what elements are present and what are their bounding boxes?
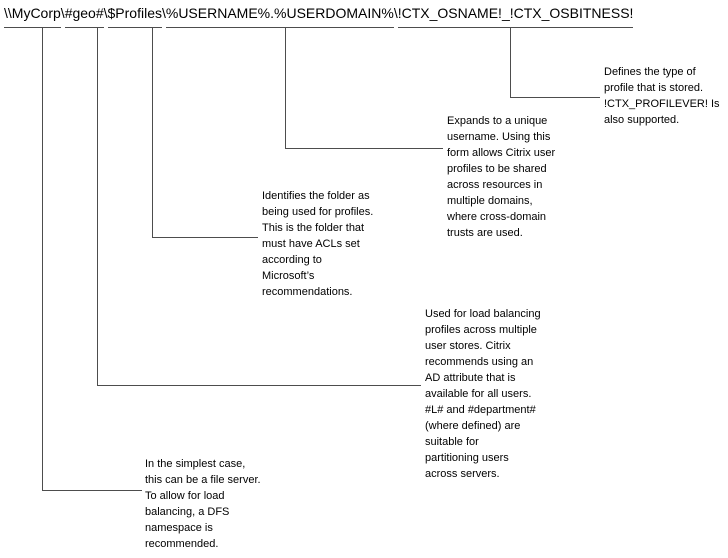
unc-path: \\MyCorp\#geo#\$Profiles\%USERNAME%.%USE… — [4, 4, 634, 28]
path-segment-osname-bitness: !CTX_OSNAME!_!CTX_OSBITNESS! — [397, 4, 634, 28]
connector-geo-horizontal — [97, 385, 421, 386]
annotation-geo: Used for load balancing profiles across … — [425, 308, 541, 480]
path-segment-geo: #geo# — [64, 4, 104, 28]
path-separator: \ — [60, 5, 65, 21]
connector-profiles-vertical — [152, 27, 153, 238]
connector-username-domain-horizontal — [285, 148, 443, 149]
connector-osname-bitness-vertical — [510, 27, 511, 98]
connector-username-domain-vertical — [285, 27, 286, 149]
path-segment-profiles: $Profiles — [107, 4, 162, 28]
path-separator: \ — [103, 5, 108, 21]
annotation-username-domain: Expands to a unique username. Using this… — [447, 115, 556, 239]
annotation-osname-bitness: Defines the type of profile that is stor… — [604, 66, 720, 126]
connector-osname-bitness-horizontal — [510, 97, 600, 98]
connector-server-horizontal — [42, 490, 142, 491]
path-segment-server: \\MyCorp — [4, 4, 61, 28]
annotation-server: In the simplest case, this can be a file… — [145, 458, 261, 550]
connector-profiles-horizontal — [152, 237, 258, 238]
connector-server-vertical — [42, 27, 43, 491]
connector-geo-vertical — [97, 27, 98, 386]
path-separator: \ — [161, 5, 166, 21]
path-separator: \ — [393, 5, 398, 21]
path-segment-username-domain: %USERNAME%.%USERDOMAIN% — [165, 4, 394, 28]
annotation-profiles: Identifies the folder as being used for … — [262, 190, 374, 298]
